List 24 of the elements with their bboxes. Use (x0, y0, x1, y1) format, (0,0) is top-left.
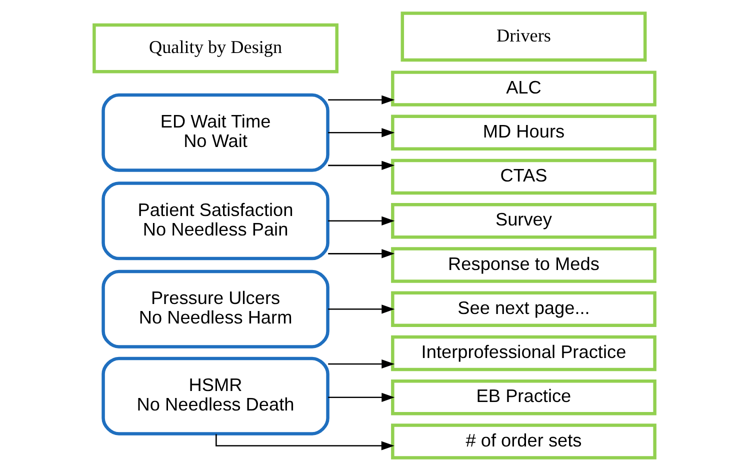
arrow (328, 359, 395, 369)
node-box: Survey (391, 203, 656, 239)
node-box: MD Hours (391, 114, 656, 150)
node-box: ED Wait Time No Wait (102, 93, 330, 172)
arrow (328, 128, 395, 138)
arrow (328, 249, 395, 258)
node-box: ALC (391, 70, 656, 106)
node-box: Interprofessional Practice (391, 335, 656, 372)
node-box: Quality by Design (92, 23, 338, 74)
node-box: Response to Meds (391, 247, 656, 283)
node-box: Drivers (400, 12, 647, 62)
arrow (328, 95, 395, 104)
node-box: Pressure Ulcers No Needless Harm (102, 270, 330, 348)
node-box: CTAS (391, 158, 656, 195)
node-box: See next page... (391, 291, 656, 327)
arrow (328, 216, 395, 226)
node-box: EB Practice (391, 380, 656, 416)
arrow (216, 434, 394, 450)
arrow (328, 392, 395, 402)
node-box: # of order sets (391, 424, 656, 460)
node-box: HSMR No Needless Death (102, 356, 330, 436)
arrow (328, 304, 395, 314)
node-box: Patient Satisfaction No Needless Pain (102, 182, 330, 260)
arrow (328, 160, 395, 170)
